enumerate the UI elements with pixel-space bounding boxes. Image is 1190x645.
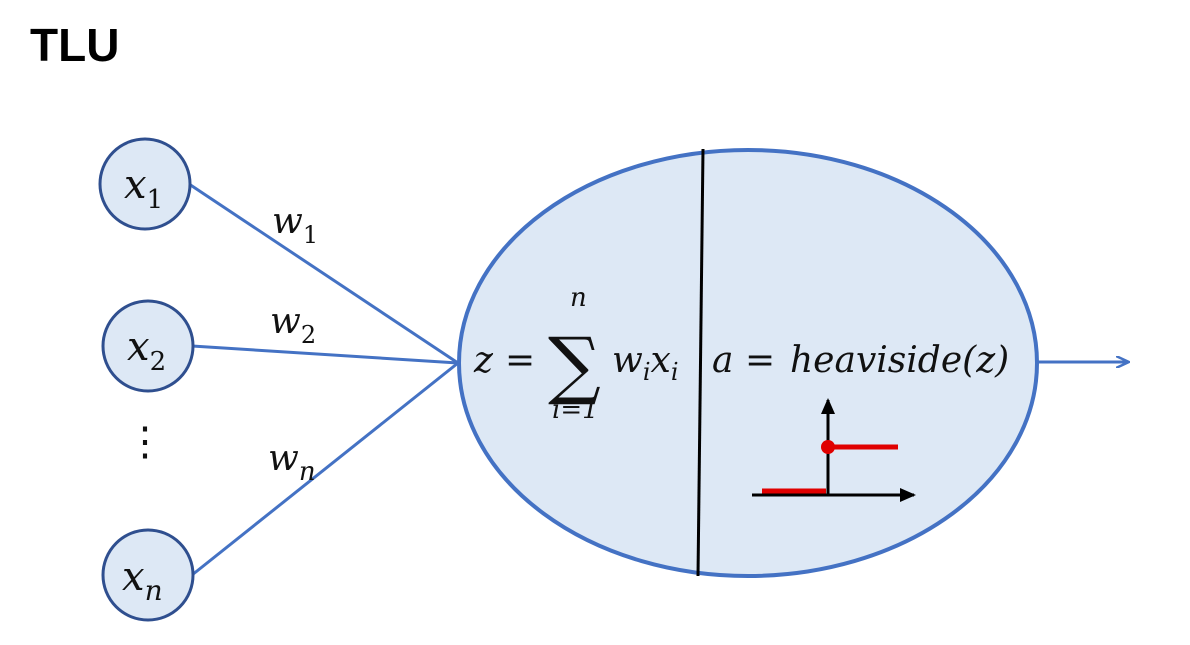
svg-text:a: a xyxy=(712,340,733,381)
step-point xyxy=(821,440,835,454)
input-node-x1: x1 xyxy=(98,137,192,231)
summation-formula: z = ∑ n i=1 wixi xyxy=(473,283,679,425)
weight-label-wn: wn xyxy=(268,438,316,487)
edge-x1 xyxy=(188,182,459,365)
svg-text:=: = xyxy=(745,340,775,381)
diagram-title: TLU xyxy=(30,19,120,71)
svg-text:n: n xyxy=(570,283,587,313)
svg-text:∑: ∑ xyxy=(548,322,601,408)
svg-text:heaviside(z): heaviside(z) xyxy=(790,340,1009,381)
svg-text:=: = xyxy=(505,340,535,381)
svg-text:xn: xn xyxy=(122,554,163,607)
svg-text:x1: x1 xyxy=(124,162,163,215)
neuron-divider xyxy=(696,148,705,577)
neuron-body xyxy=(457,148,1039,578)
edge-xn xyxy=(191,361,459,577)
svg-text:z: z xyxy=(473,340,494,381)
activation-formula: a = heaviside(z) xyxy=(712,340,1009,381)
svg-text:wixi: wixi xyxy=(612,340,679,386)
inputs-ellipsis: ⋮ xyxy=(125,419,165,465)
edge-x2 xyxy=(191,344,459,365)
svg-text:i=1: i=1 xyxy=(552,395,599,425)
input-node-x2: x2 xyxy=(101,299,195,393)
svg-text:x2: x2 xyxy=(127,324,166,377)
weight-label-w1: w1 xyxy=(272,201,318,249)
input-node-xn: xn xyxy=(101,528,195,622)
heaviside-step-icon xyxy=(752,398,916,502)
weight-label-w2: w2 xyxy=(270,301,316,349)
